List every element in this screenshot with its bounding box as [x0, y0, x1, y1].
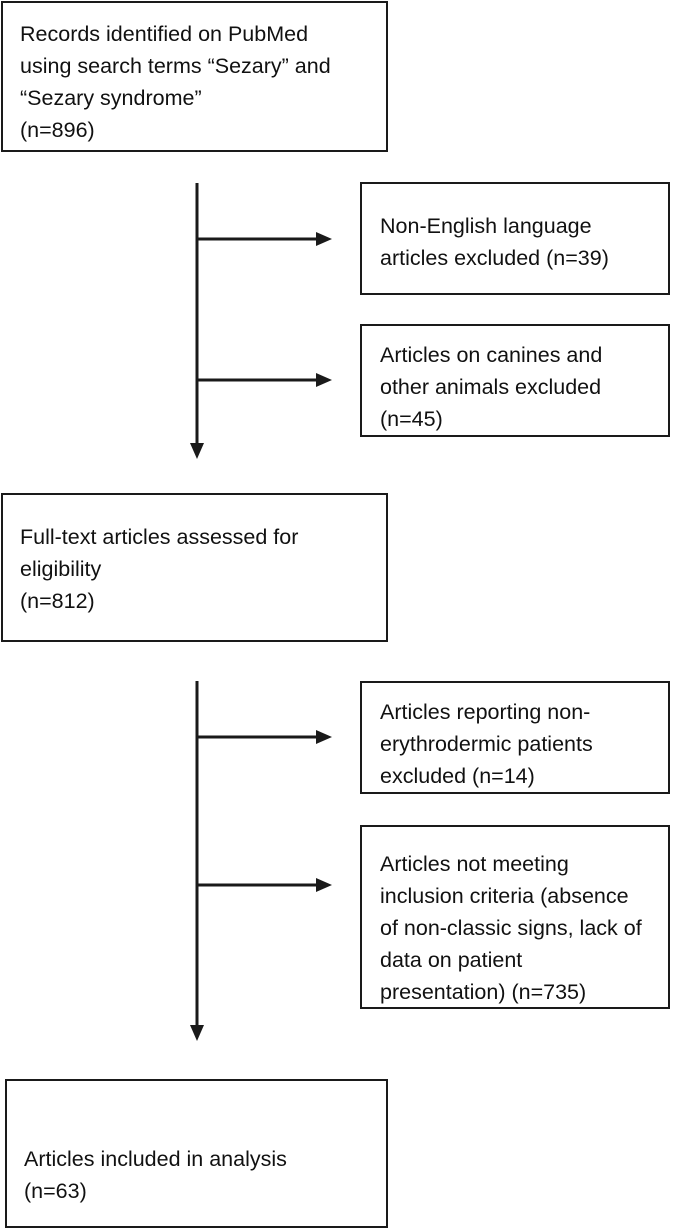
excluded-animals-box: Articles on canines and other animals ex… — [360, 324, 670, 437]
full-text-assessed-line-2: eligibility — [20, 557, 102, 581]
excluded-criteria-line-4: data on patient — [380, 948, 523, 972]
excluded-non-english-line-2: articles excluded (n=39) — [380, 246, 609, 270]
excluded-criteria-line-3: of non-classic signs, lack of — [380, 916, 642, 940]
arrowhead-to-included — [190, 1025, 204, 1041]
arrowhead-non-erythrodermic — [316, 730, 332, 744]
excluded-animals-line-2: other animals excluded — [380, 375, 602, 399]
excluded-criteria-line-2: inclusion criteria (absence — [380, 884, 629, 908]
records-identified-line-3: “Sezary syndrome” — [20, 86, 202, 110]
arrowhead-animals — [316, 373, 332, 387]
excluded-non-english-box: Non-English language articles excluded (… — [360, 182, 670, 295]
excluded-animals-line-1: Articles on canines and — [380, 343, 603, 367]
excluded-criteria-line-5: presentation) (n=735) — [380, 980, 587, 1004]
excluded-non-erythrodermic-line-2: erythrodermic patients — [380, 732, 593, 756]
excluded-non-erythrodermic-box: Articles reporting non- erythrodermic pa… — [360, 681, 670, 794]
excluded-criteria-box: Articles not meeting inclusion criteria … — [360, 825, 670, 1009]
excluded-animals-line-3: (n=45) — [380, 407, 443, 431]
full-text-assessed-box: Full-text articles assessed for eligibil… — [1, 493, 388, 642]
records-identified-line-2: using search terms “Sezary” and — [20, 54, 331, 78]
excluded-non-erythrodermic-line-3: excluded (n=14) — [380, 764, 535, 788]
full-text-assessed-line-3: (n=812) — [20, 589, 95, 613]
excluded-non-erythrodermic-line-1: Articles reporting non- — [380, 700, 591, 724]
excluded-criteria-line-1: Articles not meeting — [380, 852, 569, 876]
included-analysis-box: Articles included in analysis (n=63) — [5, 1079, 388, 1228]
included-analysis-line-2: (n=63) — [24, 1179, 87, 1203]
records-identified-box: Records identified on PubMed using searc… — [1, 1, 388, 152]
arrowhead-to-full-text — [190, 443, 204, 459]
excluded-non-english-line-1: Non-English language — [380, 214, 592, 238]
records-identified-line-1: Records identified on PubMed — [20, 22, 309, 46]
arrowhead-criteria — [316, 878, 332, 892]
full-text-assessed-line-1: Full-text articles assessed for — [20, 525, 299, 549]
arrowhead-non-english — [316, 232, 332, 246]
records-identified-line-4: (n=896) — [20, 118, 95, 142]
included-analysis-line-1: Articles included in analysis — [24, 1147, 287, 1171]
